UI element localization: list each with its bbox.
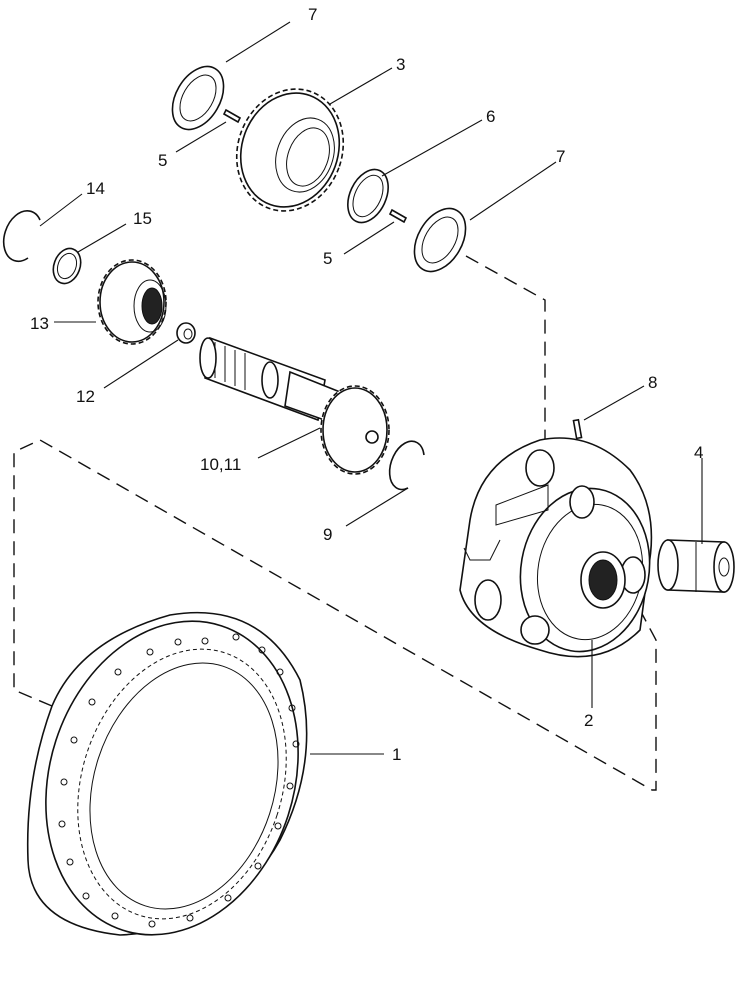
planet-carrier[interactable] bbox=[459, 437, 662, 662]
callout-12: 12 bbox=[76, 387, 95, 406]
thrust-washer-right[interactable] bbox=[404, 200, 476, 281]
callout-6: 6 bbox=[486, 107, 495, 126]
callout-15: 15 bbox=[133, 209, 152, 228]
callout-8: 8 bbox=[648, 373, 657, 392]
callout-2: 2 bbox=[584, 711, 593, 730]
callout-7-right: 7 bbox=[556, 147, 565, 166]
planet-shaft[interactable] bbox=[657, 539, 735, 593]
roll-pin-8[interactable] bbox=[572, 418, 583, 440]
leader-lines bbox=[39, 21, 703, 755]
snap-ring-9[interactable] bbox=[388, 440, 425, 491]
bearing-ring[interactable] bbox=[340, 163, 396, 229]
callout-14: 14 bbox=[86, 179, 105, 198]
callout-4: 4 bbox=[694, 443, 703, 462]
spacer-12[interactable] bbox=[176, 322, 196, 344]
ring-gear[interactable] bbox=[7, 588, 338, 968]
callout-7-top: 7 bbox=[308, 5, 317, 24]
snap-ring-14[interactable] bbox=[2, 210, 41, 263]
callout-5-right: 5 bbox=[323, 249, 332, 268]
sun-gear[interactable] bbox=[97, 259, 167, 345]
thrust-washer-top[interactable] bbox=[162, 58, 234, 139]
callout-labels: 7 3 5 6 7 5 14 15 13 12 10,11 9 8 4 2 1 bbox=[30, 5, 703, 764]
planet-gear[interactable] bbox=[220, 74, 360, 226]
callout-10-11: 10,11 bbox=[200, 455, 241, 474]
callout-5-top: 5 bbox=[158, 151, 167, 170]
assembly-dashed-lines bbox=[13, 255, 657, 791]
pin-right[interactable] bbox=[388, 208, 408, 224]
callout-9: 9 bbox=[323, 525, 332, 544]
input-shaft[interactable] bbox=[199, 336, 390, 475]
washer-15[interactable] bbox=[49, 245, 86, 288]
callout-3: 3 bbox=[396, 55, 405, 74]
pin-top[interactable] bbox=[222, 108, 242, 124]
callout-13: 13 bbox=[30, 314, 49, 333]
callout-1: 1 bbox=[392, 745, 401, 764]
